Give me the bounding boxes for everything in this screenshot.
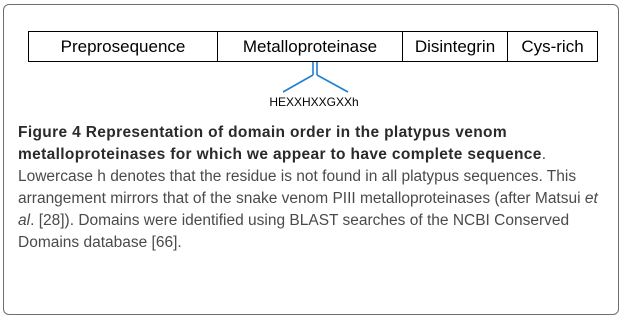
caption-period: .: [541, 146, 547, 163]
domain-bar: Preprosequence Metalloproteinase Disinte…: [28, 31, 598, 62]
domain-label: Disintegrin: [414, 36, 496, 56]
domain-diagram: Preprosequence Metalloproteinase Disinte…: [28, 31, 598, 71]
figure-caption: Figure 4 Representation of domain order …: [18, 122, 608, 254]
motif-branch-right: [316, 74, 349, 93]
domain-preprosequence: Preprosequence: [29, 32, 217, 61]
domain-cys-rich: Cys-rich: [507, 32, 597, 61]
domain-disintegrin: Disintegrin: [402, 32, 507, 61]
caption-et-al: et al: [18, 190, 598, 229]
domain-label: Cys-rich: [521, 36, 584, 56]
domain-label: Preprosequence: [60, 36, 186, 56]
domain-metalloproteinase: Metalloproteinase: [217, 32, 402, 61]
domain-label: Metalloproteinase: [242, 36, 378, 56]
figure-title: Figure 4 Representation of domain order …: [18, 124, 542, 163]
motif-branch-left: [282, 74, 314, 93]
caption-body-1: Lowercase h denotes that the residue is …: [18, 168, 585, 207]
motif-sequence-label: HEXXHXXGXXh: [269, 95, 359, 109]
figure-frame: [3, 4, 619, 315]
caption-body-2: . [28]). Domains were identified using B…: [18, 212, 570, 251]
